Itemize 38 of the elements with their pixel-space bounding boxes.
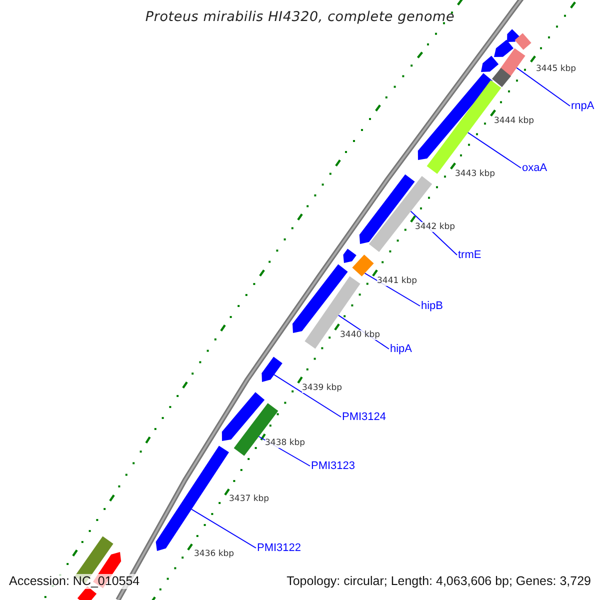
gene-feature [222, 392, 265, 441]
gene-label: hipB [421, 300, 444, 312]
gene-feature [156, 446, 229, 551]
gene-label: oxaA [522, 162, 548, 174]
gene-label: trmE [458, 249, 482, 261]
gene-feature [418, 73, 493, 160]
tick-label: 3442 kbp [415, 222, 456, 232]
gene-feature [262, 356, 282, 382]
leader-line [516, 67, 570, 106]
gene-label: PMI3124 [342, 411, 386, 423]
gene-label: PMI3123 [311, 460, 356, 472]
map-title: Proteus mirabilis HI4320, complete genome [144, 9, 456, 25]
tick-label: 3443 kbp [455, 169, 496, 179]
leader-line [191, 508, 256, 548]
gene-feature [507, 29, 520, 42]
gene-bar [77, 586, 97, 600]
tick-label: 3438 kbp [265, 438, 306, 448]
tick-label: 3436 kbp [194, 549, 234, 559]
tick-label: 3445 kbp [536, 64, 576, 74]
genome-stats-text: Topology: circular; Length: 4,063,606 bp; Genes: 3,729 [286, 574, 591, 589]
leader-line [274, 374, 342, 418]
tick-label: 3440 kbp [340, 330, 380, 340]
gene-feature [359, 174, 415, 244]
gene-bar [304, 276, 360, 349]
tick-label: 3444 kbp [494, 116, 534, 126]
gene-feature [481, 56, 499, 72]
gene-label: PMI3122 [257, 542, 302, 554]
gene-label: rnpA [571, 100, 594, 112]
tick-label: 3441 kbp [377, 276, 418, 286]
gene-bar [500, 48, 526, 77]
gene-bar [514, 33, 532, 50]
gene-label: hipA [390, 343, 412, 355]
gene-feature [494, 40, 514, 57]
gene-bar [492, 68, 511, 88]
gene-feature [343, 248, 356, 263]
accession-text: Accession: NC_010554 [9, 574, 140, 589]
tick-label: 3439 kbp [302, 383, 342, 393]
gene-bar [352, 254, 374, 276]
